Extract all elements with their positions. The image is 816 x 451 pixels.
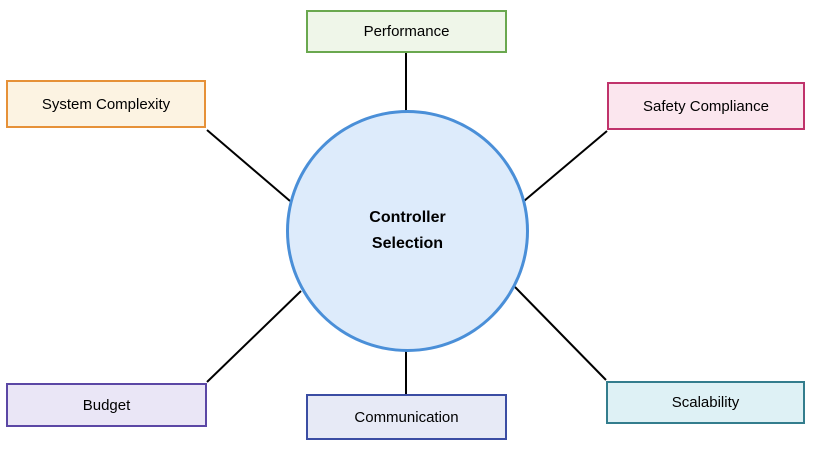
node-communication[interactable]: Communication: [306, 394, 507, 440]
node-scalability-label: Scalability: [671, 394, 740, 411]
connector-scalability-center: [514, 286, 607, 381]
node-safety-compliance-label: Safety Compliance: [643, 97, 769, 115]
node-communication-label: Communication: [354, 408, 459, 426]
connector-budget-center: [206, 290, 302, 383]
node-system-complexity-label: System Complexity: [41, 95, 171, 113]
node-performance-label: Performance: [363, 23, 450, 40]
connector-system-complexity-center: [206, 129, 291, 202]
node-budget[interactable]: Budget: [6, 383, 207, 427]
node-system-complexity[interactable]: System Complexity: [6, 80, 206, 128]
node-performance[interactable]: Performance: [306, 10, 507, 53]
connector-safety-compliance-center: [523, 130, 608, 202]
node-budget-label: Budget: [82, 396, 131, 414]
center-node-controller-selection[interactable]: Controller Selection: [286, 110, 529, 352]
node-scalability[interactable]: Scalability: [606, 381, 805, 424]
node-safety-compliance[interactable]: Safety Compliance: [607, 82, 805, 130]
center-node-label: Controller Selection: [369, 208, 446, 252]
